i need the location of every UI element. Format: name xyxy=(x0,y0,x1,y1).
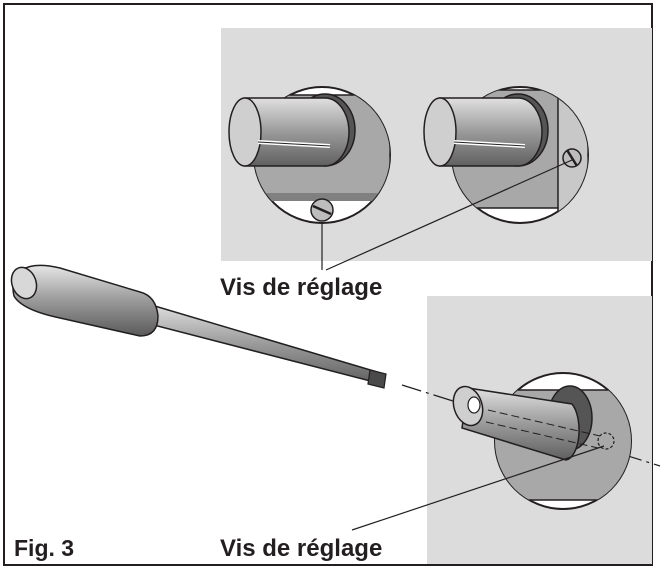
figure-title: Fig. 3 xyxy=(14,535,75,561)
adjust-screw-label-top: Vis de réglage xyxy=(220,274,383,301)
leader-line-bottom xyxy=(351,445,605,531)
screwdriver xyxy=(10,264,387,389)
adjust-screw-hidden xyxy=(597,432,615,450)
leader-line-right xyxy=(325,159,573,271)
detail-bottom-magnifier xyxy=(452,372,632,510)
figure-frame xyxy=(3,3,653,566)
adjust-screw-label-bottom: Vis de réglage xyxy=(220,535,383,562)
detail-left-magnifier xyxy=(228,86,391,224)
